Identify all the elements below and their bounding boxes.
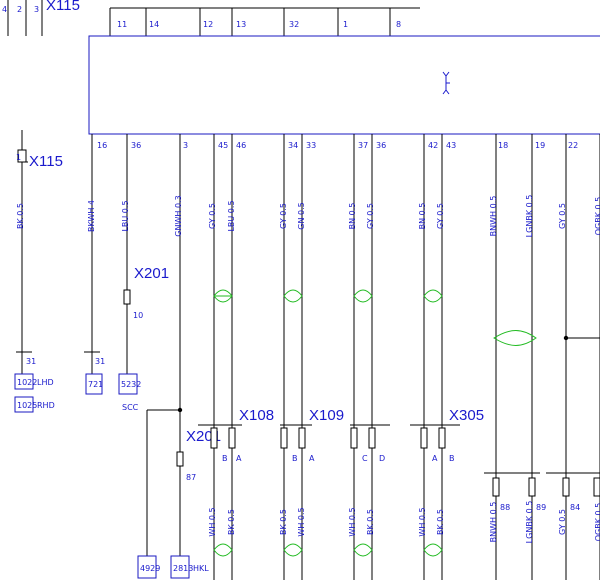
connector-x115-top: X115 [46,0,80,14]
wire-label-lower-4: WH 0.5 [348,507,357,536]
wire-label-lower-8: BNWH 0.5 [489,502,498,543]
module-pin-7: 37 [358,141,368,150]
wire-label-lower-5: BK 0.5 [366,509,375,535]
top-pin-0: 11 [117,20,127,29]
x115-wire: 1 X115 31 1022 LHD 1025 RHD [14,130,63,413]
pin-87: 87 [186,473,196,482]
top-pin-3: 13 [236,20,246,29]
module-pin-10: 43 [446,141,456,150]
wire-label-upper-4: GY 0.5 [208,203,217,229]
top-pin-1: 14 [149,20,159,29]
right-wires: 88 89 84 [484,134,600,580]
wire-label-lower-0: WH 0.5 [208,507,217,536]
pin-letter-0: B [222,454,228,463]
ref-721: 721 [88,380,103,389]
top-strip-pin-0: 4 [2,5,7,14]
module-pin-13: 22 [568,141,578,150]
connector-x109: X109 [309,407,344,424]
wire-pin-16: 31 721 [84,134,105,395]
module-pin-3: 45 [218,141,228,150]
top-strip-pin-1: 2 [17,5,22,14]
x115-pin-1: 1 [16,153,21,162]
wire-label-lower-7: BK 0.5 [436,509,445,535]
top-pin-2: 12 [203,20,213,29]
ref-scc: SCC [122,403,139,412]
module-pin-8: 36 [376,141,386,150]
ref-hkl: HKL [193,564,209,573]
wire-label-upper-5: LBU 0.5 [227,200,236,231]
ref-rhd: RHD [37,401,55,410]
module-symbol-icon [442,71,450,95]
module-pin-11: 18 [498,141,508,150]
wire-label-upper-13: LGNBK 0.5 [525,195,534,238]
wire-label-upper-2: LBU 0.5 [121,200,130,231]
wire-label-lower-6: WH 0.5 [418,507,427,536]
ref-4929: 4929 [140,564,160,573]
module-pin-4: 46 [236,141,246,150]
pin-89: 89 [536,503,546,512]
wire-label-upper-10: BN 0.5 [418,203,427,230]
connector-x201-top: X201 [134,265,169,282]
top-pin-5: 1 [343,20,348,29]
top-strip-pin-2: 3 [34,5,39,14]
wire-label-lower-11: OGBK 0.5 [594,503,600,542]
wire-label-lower-10: GY 0.5 [558,509,567,535]
pin-letter-3: A [309,454,315,463]
ref-1022: 1022 [17,378,37,387]
module-pin-1: 36 [131,141,141,150]
ref-2813: 2813 [173,564,193,573]
ref-lhd: LHD [37,378,54,387]
pin-letter-2: B [292,454,298,463]
wire-label-upper-14: GY 0.5 [558,203,567,229]
pin-letter-1: A [236,454,242,463]
wire-label-upper-12: BNWH 0.5 [489,196,498,237]
wire-label-lower-3: WH 0.5 [297,507,306,536]
wire-pin-36: X201 10 5232 SCC [118,134,169,412]
wire-label-upper-1: BKWH 4 [87,200,96,232]
wire-label-upper-3: GNWH 0.3 [174,195,183,236]
pin-31-right: 31 [95,357,105,366]
top-strip: 4 2 3 X115 11 14 12 13 32 1 8 [2,0,420,36]
module-pin-5: 34 [288,141,298,150]
wire-labels-lower: WH 0.5 BK 0.5 BK 0.5 WH 0.5 WH 0.5 BK 0.5 WH 0… [208,501,600,544]
wire-label-lower-9: LGNBK 0.5 [525,501,534,544]
ref-5232: 5232 [121,380,141,389]
wire-labels-upper: BK 0.5 BKWH 4 LBU 0.5 GNWH 0.3 GY 0.5 LBU 0.5… [16,195,600,238]
wire-label-upper-9: GY 0.5 [366,203,375,229]
pin-10: 10 [133,311,143,320]
pin-letter-7: B [449,454,455,463]
module-pin-0: 16 [97,141,107,150]
pin-letter-5: D [379,454,385,463]
pin-31-left: 31 [26,357,36,366]
pin-84: 84 [570,503,580,512]
module-pin-12: 19 [535,141,545,150]
module-pins: 16 36 3 45 46 34 33 37 36 42 43 18 19 22 [97,141,578,150]
top-pin-4: 32 [289,20,299,29]
pin-letter-4: C [362,454,368,463]
top-pin-6: 8 [396,20,401,29]
pin-88: 88 [500,503,510,512]
connector-x108: X108 [239,407,274,424]
wire-label-upper-7: GN 0.5 [297,202,306,229]
pin-letter-6: A [432,454,438,463]
control-module-box [88,35,600,135]
wire-label-upper-6: GY 0.5 [279,203,288,229]
wire-label-upper-15: OGBK 0.5 [594,197,600,236]
wire-label-lower-2: BK 0.5 [279,509,288,535]
twisted-pairs: X108 X109 X305 [198,134,484,580]
wire-label-upper-0: BK 0.5 [16,203,25,229]
module-pin-9: 42 [428,141,438,150]
connector-x305: X305 [449,407,484,424]
wire-label-lower-1: BK 0.5 [227,509,236,535]
wire-label-upper-11: GY 0.5 [436,203,445,229]
connector-x115: X115 [29,153,63,170]
module-pin-6: 33 [306,141,316,150]
module-pin-2: 3 [183,141,188,150]
wire-label-upper-8: BN 0.5 [348,203,357,230]
ref-1025: 1025 [17,401,37,410]
